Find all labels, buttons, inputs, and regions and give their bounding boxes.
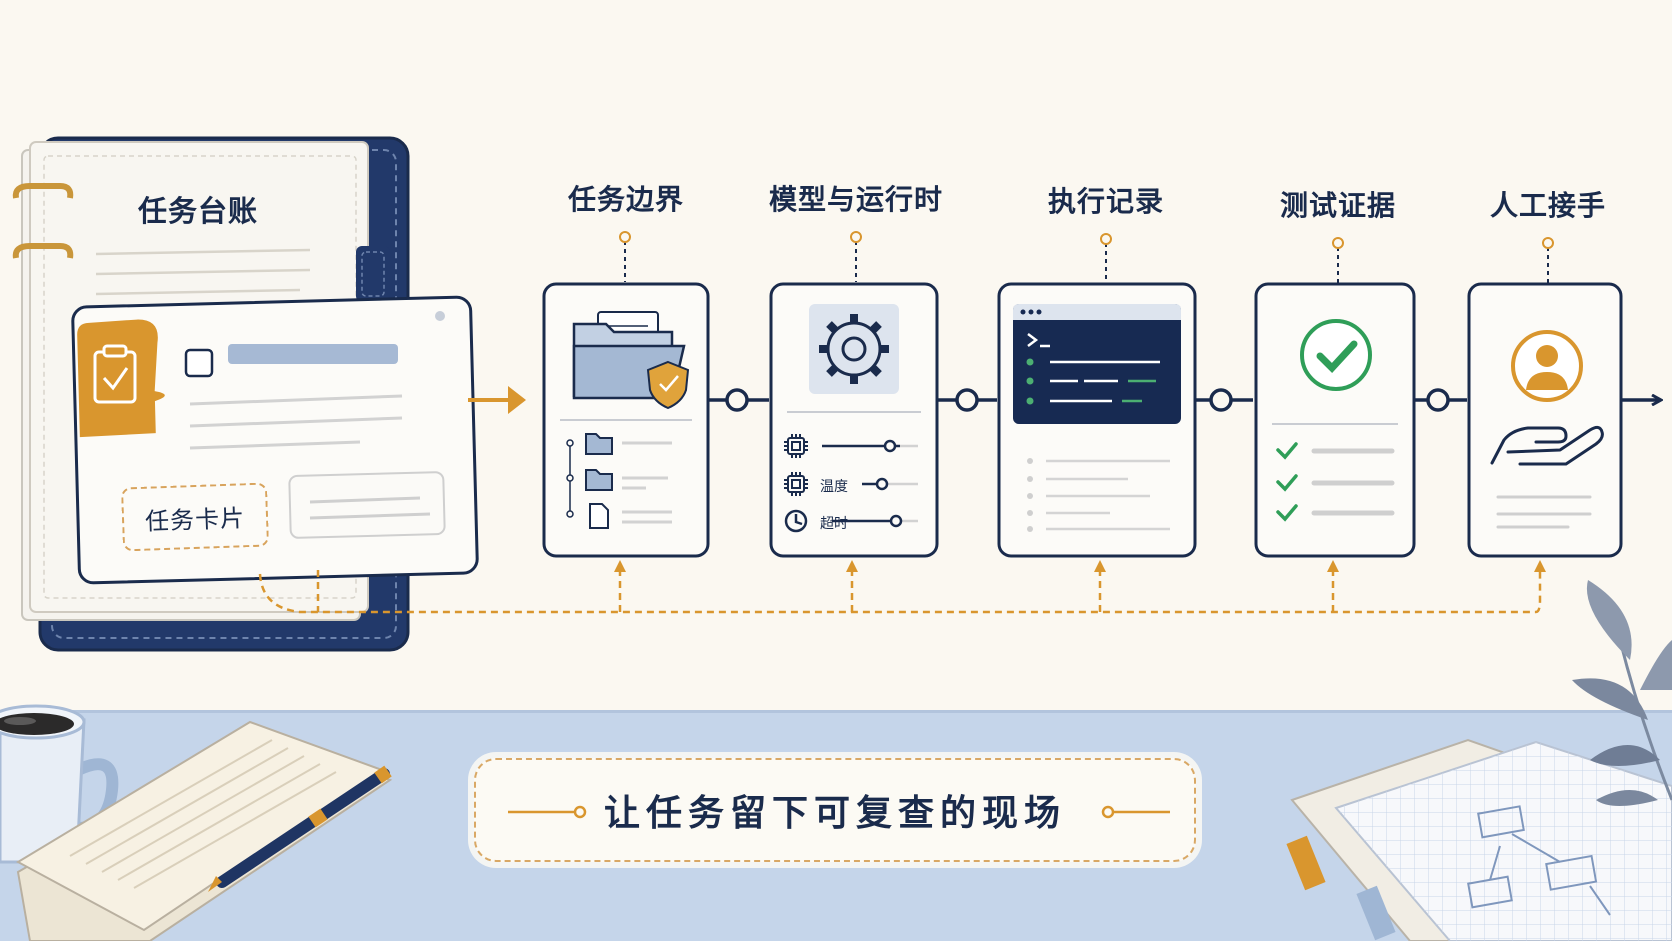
blueprint-papers-icon — [1286, 738, 1672, 941]
check-icon — [1276, 442, 1298, 522]
user-avatar-icon — [1511, 330, 1583, 402]
coffee-cup-icon — [0, 704, 119, 864]
motto-text: 让任务留下可复查的现场 — [603, 793, 1066, 834]
step-card-test-evidence — [1254, 282, 1416, 558]
task-card-label: 任务卡片 — [120, 482, 270, 552]
folder-shield-icon — [572, 311, 690, 410]
motto-banner: 让任务留下可复查的现场 — [474, 758, 1196, 862]
step-title-model-runtime: 模型与运行时 — [768, 183, 943, 216]
open-hand-icon — [1490, 425, 1604, 466]
param-label-temperature: 温度 — [820, 479, 848, 495]
ledger-title: 任务台账 — [138, 194, 259, 228]
binder-ring-icon — [12, 183, 74, 259]
file-icon — [589, 503, 609, 529]
flow-connectors — [468, 386, 1660, 414]
arrow-right-icon — [508, 386, 526, 414]
step-title-execution-log: 执行记录 — [1047, 185, 1164, 218]
title-pins — [619, 231, 1554, 284]
banner-decor — [508, 805, 1170, 819]
step-card-human-handoff — [1467, 282, 1623, 558]
step-title-task-boundary: 任务边界 — [567, 183, 684, 216]
terminal-prompt-icon — [1027, 333, 1050, 348]
step-title-test-evidence: 测试证据 — [1279, 189, 1396, 222]
feedback-dashed-line — [258, 568, 1542, 614]
pen-icon — [208, 765, 392, 892]
chip-icon — [784, 434, 808, 458]
feedback-arrow-icons — [614, 560, 1546, 572]
clock-icon — [784, 509, 808, 533]
task-card — [71, 295, 479, 585]
plant-icon — [1572, 580, 1672, 806]
step-card-execution-log — [997, 282, 1197, 558]
step-title-human-handoff: 人工接手 — [1489, 189, 1606, 222]
param-label-timeout: 超时 — [820, 516, 848, 532]
clipboard-check-icon — [93, 344, 137, 404]
gear-icon — [819, 314, 889, 384]
check-circle-icon — [1300, 319, 1372, 391]
chip-icon — [784, 472, 808, 496]
folder-icon — [585, 433, 613, 491]
